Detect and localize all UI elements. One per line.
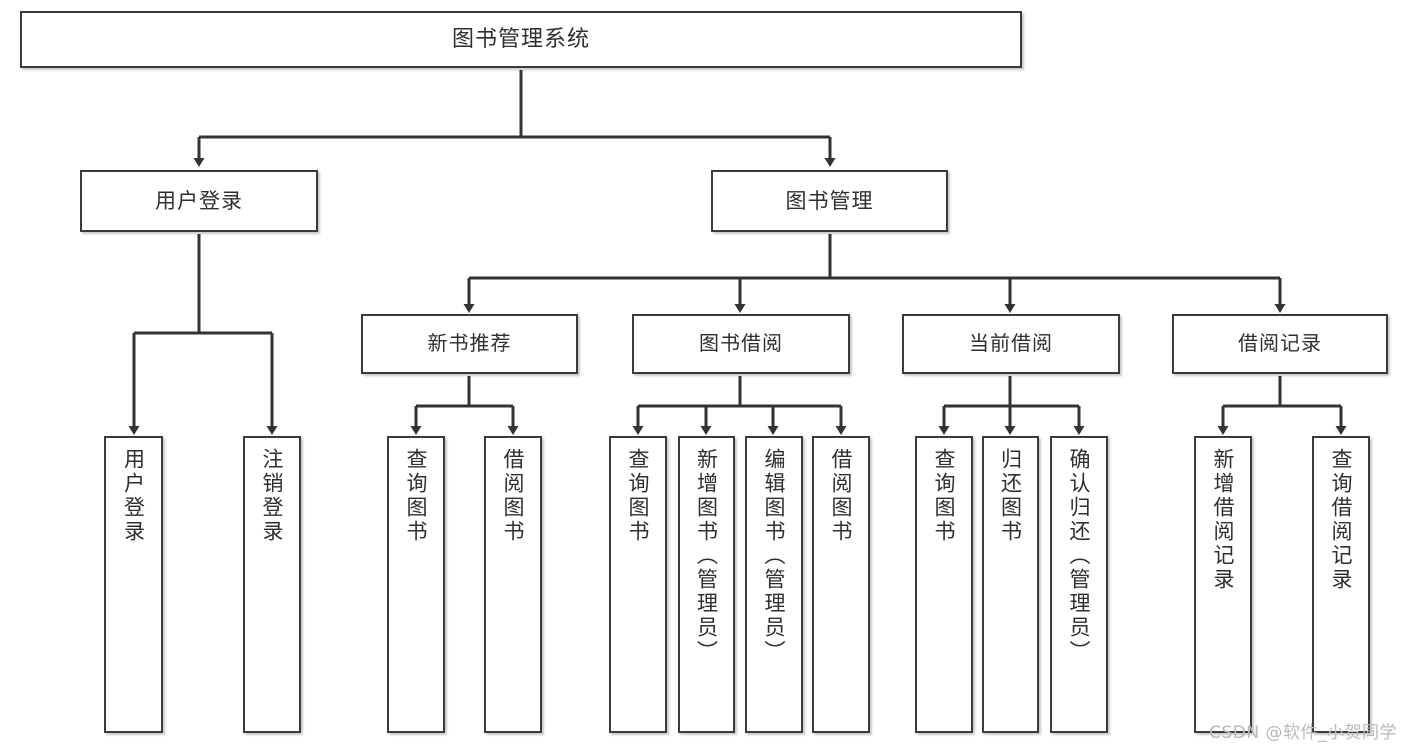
node-label: 新书推荐 xyxy=(427,331,512,356)
node-book-management[interactable]: 图书管理 xyxy=(711,170,948,232)
node-label: 借阅图书 xyxy=(829,448,854,544)
node-new-book-recommend[interactable]: 新书推荐 xyxy=(361,314,578,374)
node-label: 新增借阅记录 xyxy=(1211,448,1236,592)
node-leaf-add-book-admin[interactable]: 新增图书（管理员） xyxy=(678,436,735,733)
node-label: 借阅记录 xyxy=(1238,331,1322,356)
node-label: 图书管理 xyxy=(785,188,874,213)
node-label: 查询图书 xyxy=(626,448,651,544)
node-label: 当前借阅 xyxy=(969,331,1053,356)
node-label: 编辑图书（管理员） xyxy=(762,448,787,664)
node-label: 新增图书（管理员） xyxy=(694,448,719,664)
node-leaf-add-borrow-record[interactable]: 新增借阅记录 xyxy=(1194,436,1252,733)
node-leaf-user-login[interactable]: 用户登录 xyxy=(104,436,163,733)
node-leaf-query-borrow-record[interactable]: 查询借阅记录 xyxy=(1312,436,1370,733)
node-leaf-borrow-book[interactable]: 借阅图书 xyxy=(812,436,870,733)
node-leaf-logout[interactable]: 注销登录 xyxy=(243,436,301,733)
node-label: 图书借阅 xyxy=(699,331,783,356)
node-leaf-return-book[interactable]: 归还图书 xyxy=(982,436,1039,733)
node-leaf-borrow-book-recommend[interactable]: 借阅图书 xyxy=(484,436,542,733)
node-label: 图书管理系统 xyxy=(451,26,590,52)
node-label: 归还图书 xyxy=(998,448,1023,544)
node-label: 查询借阅记录 xyxy=(1329,448,1354,592)
node-label: 用户登录 xyxy=(121,448,146,544)
node-root-system[interactable]: 图书管理系统 xyxy=(20,11,1022,68)
node-label: 查询图书 xyxy=(932,448,957,544)
node-leaf-query-book-current[interactable]: 查询图书 xyxy=(915,436,973,733)
node-book-borrow[interactable]: 图书借阅 xyxy=(632,314,850,374)
node-label: 查询图书 xyxy=(404,448,429,544)
node-leaf-confirm-return-admin[interactable]: 确认归还（管理员） xyxy=(1050,436,1108,733)
node-borrow-record[interactable]: 借阅记录 xyxy=(1172,314,1388,374)
node-label: 用户登录 xyxy=(155,188,243,213)
node-current-borrow[interactable]: 当前借阅 xyxy=(902,314,1120,374)
node-label: 注销登录 xyxy=(260,448,285,544)
node-label: 确认归还（管理员） xyxy=(1067,448,1092,664)
node-leaf-query-book-recommend[interactable]: 查询图书 xyxy=(387,436,445,733)
node-user-login[interactable]: 用户登录 xyxy=(80,170,318,232)
node-leaf-edit-book-admin[interactable]: 编辑图书（管理员） xyxy=(745,436,803,733)
node-label: 借阅图书 xyxy=(501,448,526,544)
node-leaf-query-book-borrow[interactable]: 查询图书 xyxy=(609,436,667,733)
watermark-text: CSDN @软件_小贺同学 xyxy=(1209,723,1397,743)
